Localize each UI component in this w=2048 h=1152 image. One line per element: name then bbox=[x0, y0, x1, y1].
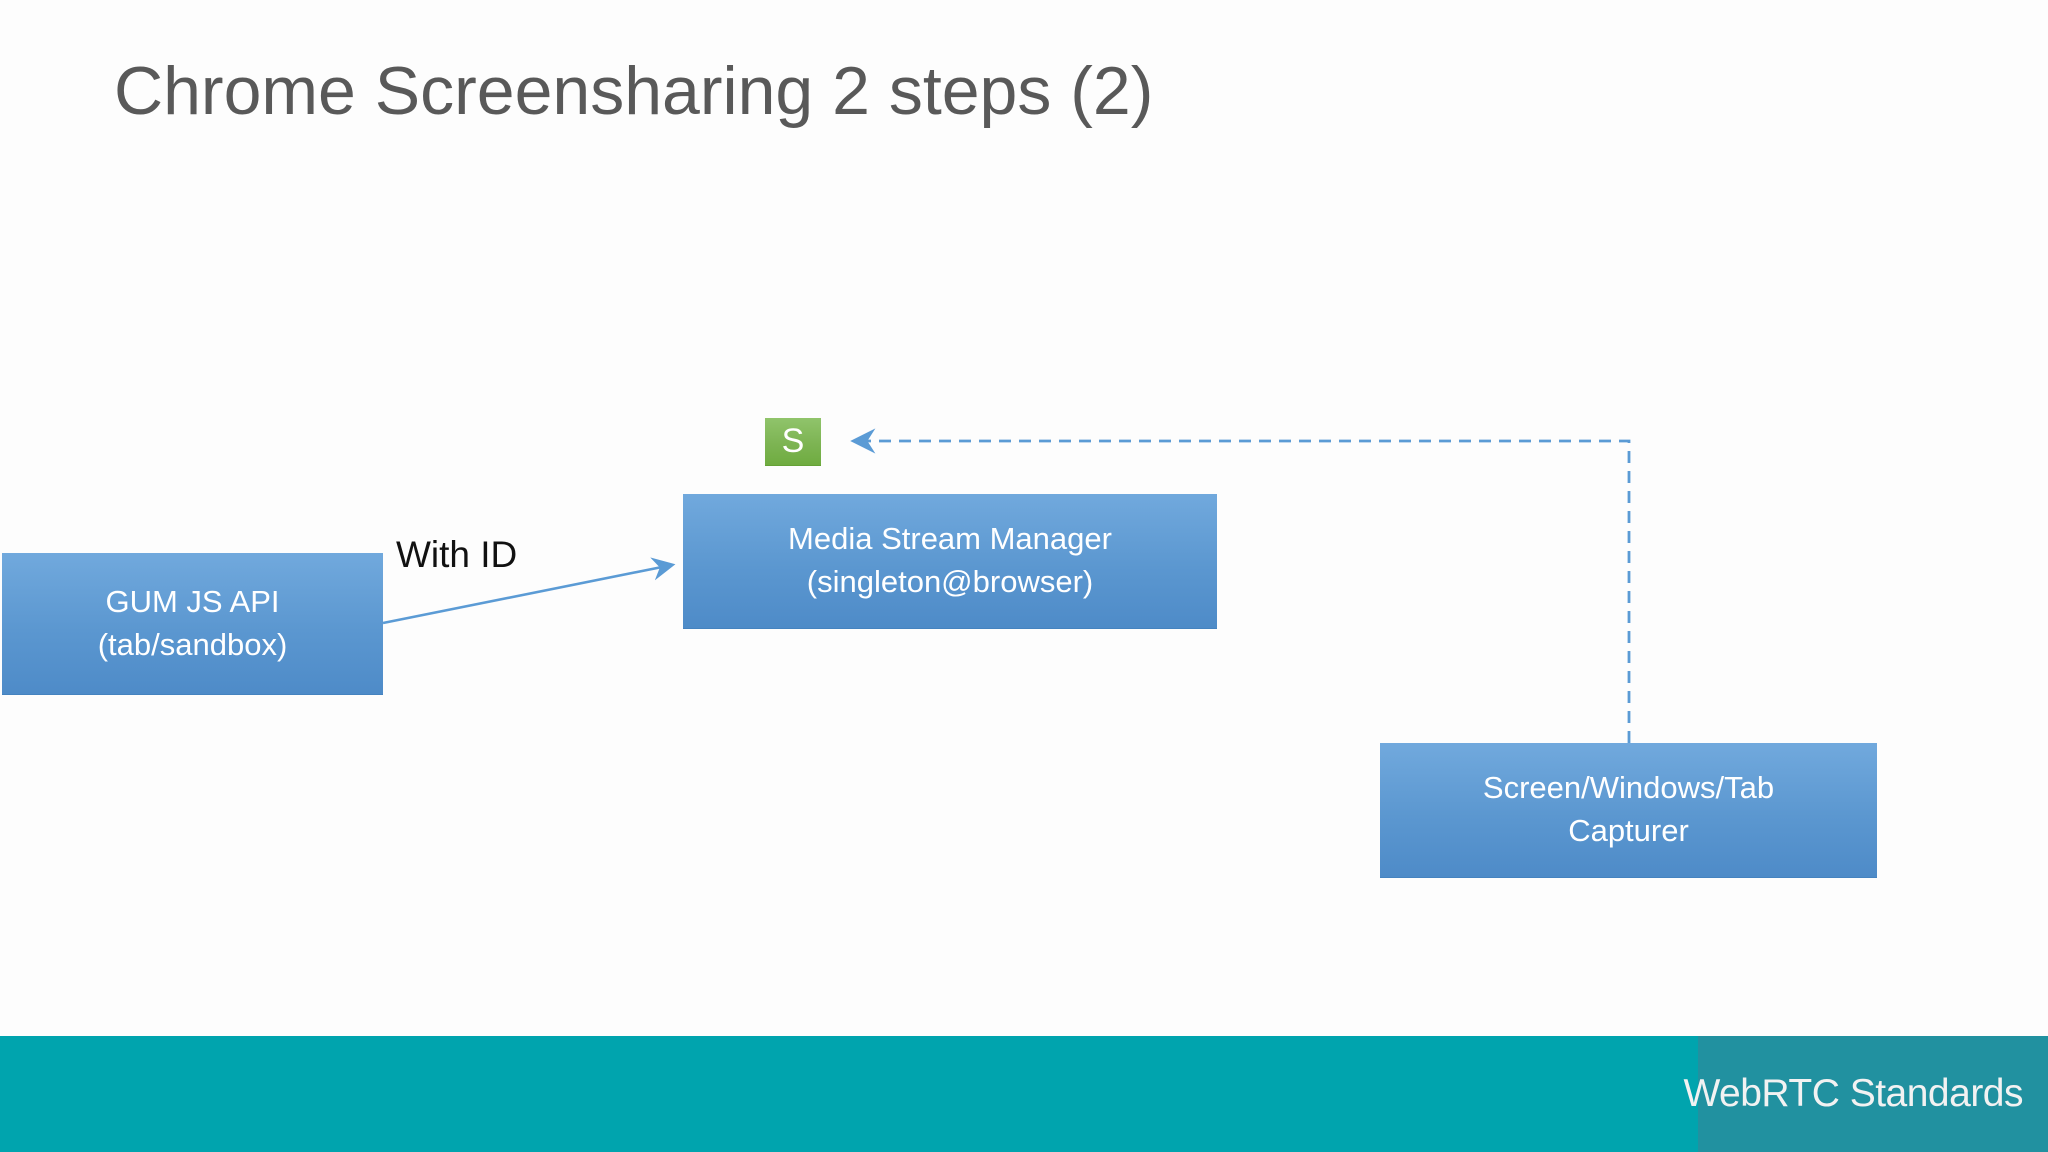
node-capturer-label-line1: Screen/Windows/Tab bbox=[1482, 770, 1775, 806]
node-stream-badge: S bbox=[765, 418, 821, 466]
node-capturer-label-line2: Capturer bbox=[1568, 813, 1689, 848]
footer-brand-box: WebRTC Standards bbox=[1683, 1036, 2048, 1152]
stream-badge-label: S bbox=[781, 422, 805, 461]
node-media-stream-manager: Media Stream Manager (singleton@browser) bbox=[683, 494, 1217, 629]
node-msm-label-line2: (singleton@browser) bbox=[806, 564, 1094, 599]
node-msm-label-line1: Media Stream Manager bbox=[788, 521, 1112, 557]
node-screen-windows-tab-capturer: Screen/Windows/Tab Capturer bbox=[1380, 743, 1877, 878]
node-gum-label-line2: (tab/sandbox) bbox=[97, 626, 288, 662]
slide-title: Chrome Screensharing 2 steps (2) bbox=[114, 53, 1154, 129]
footer-bar: WebRTC Standards bbox=[0, 1036, 2048, 1152]
edge-label-with-id: With ID bbox=[396, 534, 518, 575]
footer-brand-text: WebRTC Standards bbox=[1683, 1072, 2023, 1115]
node-gum-label-line1: GUM JS API bbox=[105, 583, 280, 619]
node-gum-js-api: GUM JS API (tab/sandbox) bbox=[2, 553, 383, 695]
